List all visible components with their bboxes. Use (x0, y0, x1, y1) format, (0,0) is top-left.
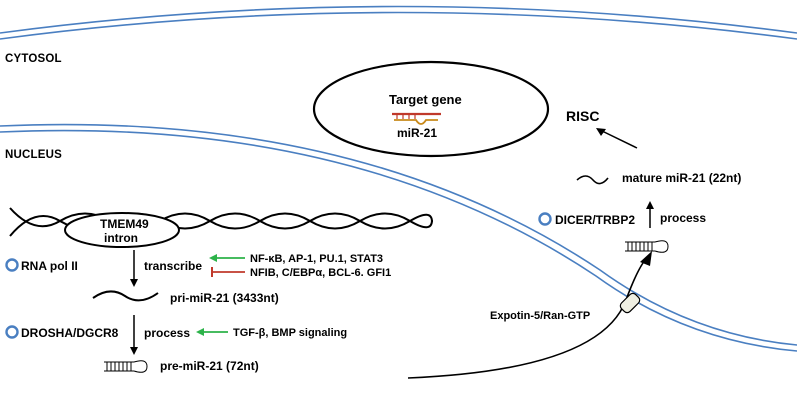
risc-ellipse (312, 60, 550, 158)
exportin-label: Expotin-5/Ran-GTP (490, 310, 590, 322)
signaling-arrow (196, 328, 228, 336)
drosha-process-arrow (130, 315, 138, 355)
activation-arrow (209, 254, 245, 262)
nucleus-label: NUCLEUS (5, 149, 62, 161)
gene-name-line1: TMEM49 (100, 217, 149, 231)
tmem49-gene-ellipse (64, 212, 180, 248)
nuclear-pre-mir21-hairpin (104, 360, 148, 373)
transcribe-label: transcribe (144, 259, 202, 273)
export-path-line (407, 254, 651, 379)
activators-label: NF-κB, AP-1, PU.1, STAT3 (250, 253, 383, 265)
mature-mir21-strand (576, 175, 609, 185)
cytoplasmic-pre-mir21-hairpin (625, 240, 669, 253)
target-gene-ticks (396, 114, 416, 119)
nuclear-envelope (0, 123, 797, 352)
mature-mir21-label: mature miR-21 (22nt) (622, 171, 741, 185)
export-arrowhead (640, 251, 652, 266)
drosha-icon (5, 325, 19, 339)
arrow-to-risc (596, 128, 638, 149)
pri-mir21-label: pri-miR-21 (3433nt) (170, 291, 279, 305)
repressors-label: NFIB, C/EBPα, BCL-6. GFI1 (250, 267, 391, 279)
risc-label: RISC (566, 108, 599, 124)
transcribe-arrow (130, 250, 138, 287)
rna-pol-label: RNA pol II (21, 259, 78, 273)
target-gene-label: Target gene (389, 92, 462, 107)
rna-pol-icon (5, 258, 19, 272)
signaling-label: TGF-β, BMP signaling (233, 327, 347, 339)
pri-mir21-strand (92, 290, 159, 302)
mir21-bound-strand (394, 119, 438, 125)
dicer-enzyme-icon (538, 212, 552, 226)
exportin-pore (619, 292, 641, 314)
gene-name-line2: intron (104, 231, 138, 245)
dicer-process-label: process (660, 211, 706, 225)
drosha-label: DROSHA/DGCR8 (21, 326, 119, 340)
cell-membrane (0, 5, 797, 40)
risc-complex: Target gene miR-21 (312, 60, 550, 158)
inhibition-arrow (211, 267, 245, 277)
cytosol-label: CYTOSOL (5, 53, 62, 65)
drosha-process-label: process (144, 326, 190, 340)
risc-mir21-label: miR-21 (397, 126, 437, 140)
pre-mir21-label: pre-miR-21 (72nt) (160, 359, 259, 373)
dicer-process-arrow (646, 201, 654, 228)
dicer-label: DICER/TRBP2 (555, 213, 635, 227)
